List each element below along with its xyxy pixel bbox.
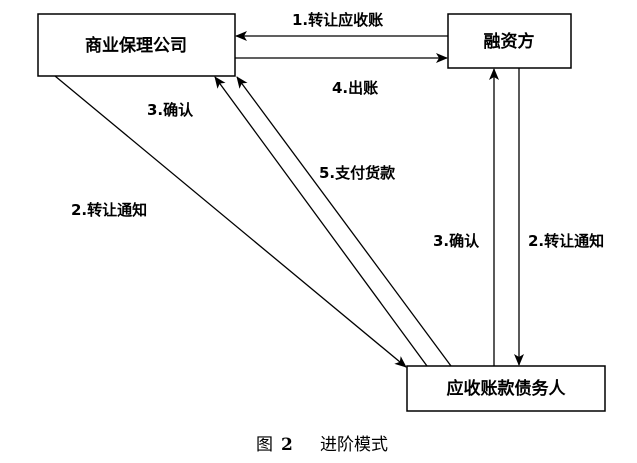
edge-label-confirm-left: 3.确认 bbox=[147, 101, 194, 119]
arrow-notice-to-debtor bbox=[54, 75, 407, 368]
figure-caption-number: 2 bbox=[281, 435, 293, 455]
edge-label-payment: 5.支付货款 bbox=[319, 164, 396, 182]
edge-label-transfer-receivable: 1.转让应收账 bbox=[292, 11, 383, 29]
edge-label-confirm-right: 3.确认 bbox=[433, 232, 480, 250]
node-financier: 融资方 bbox=[447, 13, 572, 69]
edge-label-notice-right: 2.转让通知 bbox=[528, 232, 604, 250]
figure-caption-title: 进阶模式 bbox=[320, 435, 388, 455]
arrow-confirm-to-factor bbox=[214, 76, 428, 367]
node-label-factoring-company: 商业保理公司 bbox=[85, 35, 187, 56]
figure-caption-prefix: 图 bbox=[256, 435, 273, 455]
edge-label-notice-left: 2.转让通知 bbox=[71, 201, 147, 219]
node-label-financier: 融资方 bbox=[484, 31, 535, 52]
arrow-payment-to-factor bbox=[236, 76, 452, 367]
edge-label-billing: 4.出账 bbox=[332, 79, 378, 97]
node-label-debtor: 应收账款债务人 bbox=[447, 378, 567, 399]
node-debtor: 应收账款债务人 bbox=[406, 365, 606, 412]
node-factoring-company: 商业保理公司 bbox=[37, 13, 236, 77]
